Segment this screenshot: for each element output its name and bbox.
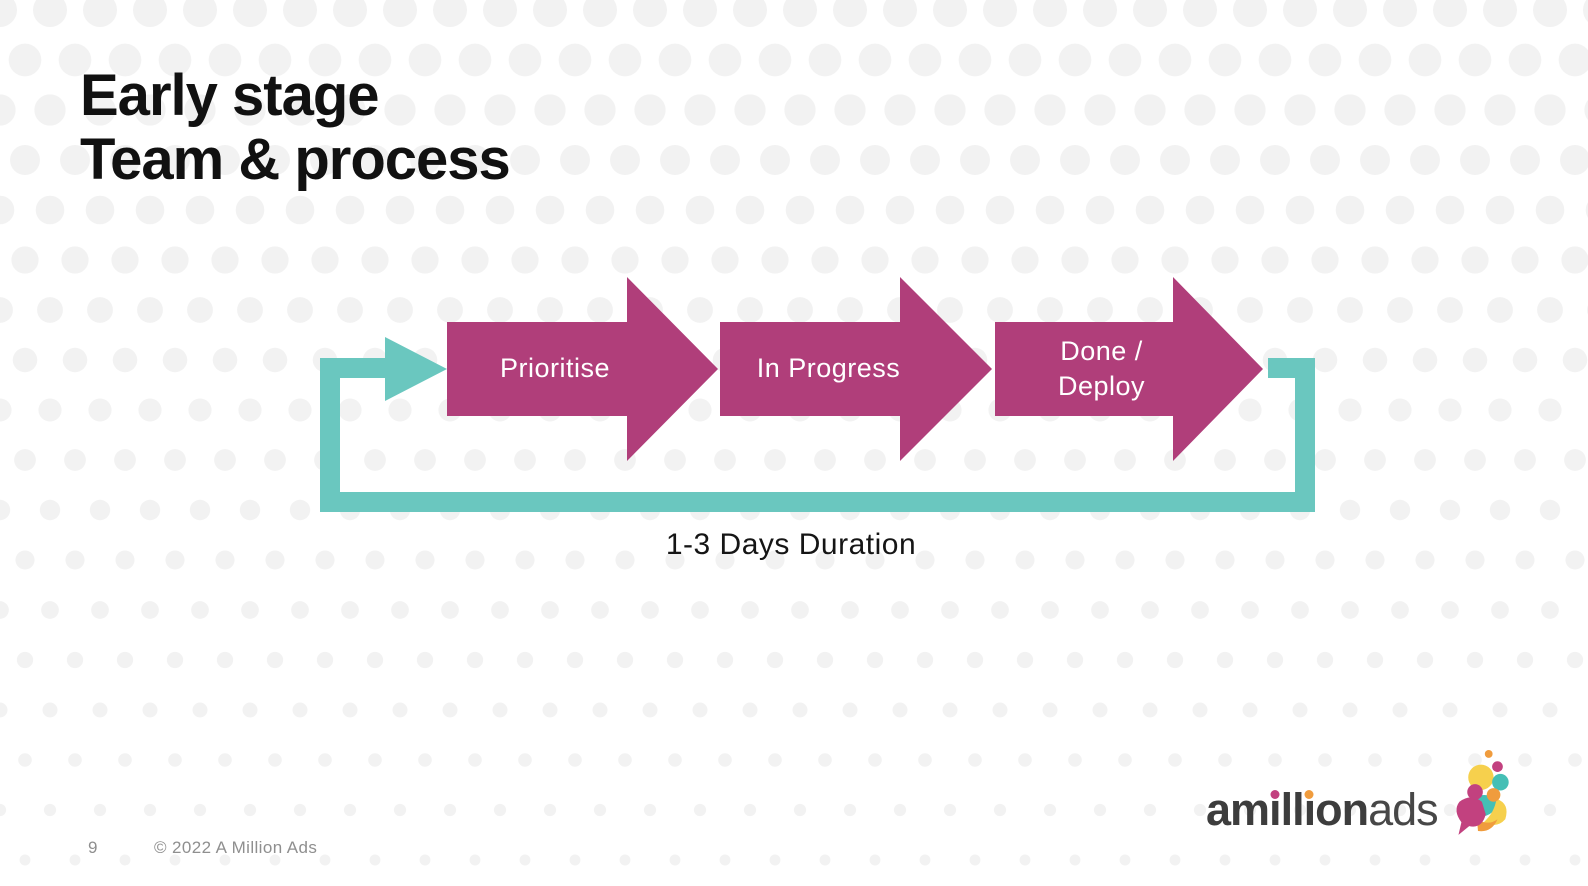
- step-label-in-progress: In Progress: [756, 353, 901, 384]
- step-arrow-prioritise: [447, 277, 718, 461]
- step-arrow-in-progress: [720, 277, 992, 461]
- title-line-1: Early stage: [80, 63, 380, 128]
- logo-text-suffix: ads: [1368, 784, 1439, 835]
- step-arrow-done-deploy: [995, 277, 1263, 461]
- logo-text-part: on: [1315, 784, 1369, 835]
- amillionads-bubble-mark-icon: [1456, 750, 1509, 835]
- logo-text-part: am: [1206, 784, 1270, 835]
- feedback-loop-arrowhead-icon: [385, 337, 447, 401]
- title-line-2: Team & process: [80, 127, 511, 192]
- logo-text: amıllıonads: [1206, 784, 1439, 835]
- logo-text-part: ll: [1280, 784, 1305, 835]
- amillionads-logo: amıllıonads: [1206, 742, 1526, 838]
- logo-i-magenta-dot: ı: [1269, 784, 1281, 835]
- copyright-text: © 2022 A Million Ads: [154, 838, 318, 857]
- page-number: 9: [88, 838, 98, 857]
- page-title: Early stage Team & process: [80, 63, 511, 192]
- feedback-loop-arrow: [320, 358, 1315, 512]
- logo-i-orange-dot: ı: [1303, 784, 1316, 835]
- step-label-prioritise: Prioritise: [499, 353, 611, 384]
- duration-label: 1-3 Days Duration: [665, 528, 917, 561]
- step-label-done-deploy: Done / Deploy: [1057, 335, 1146, 401]
